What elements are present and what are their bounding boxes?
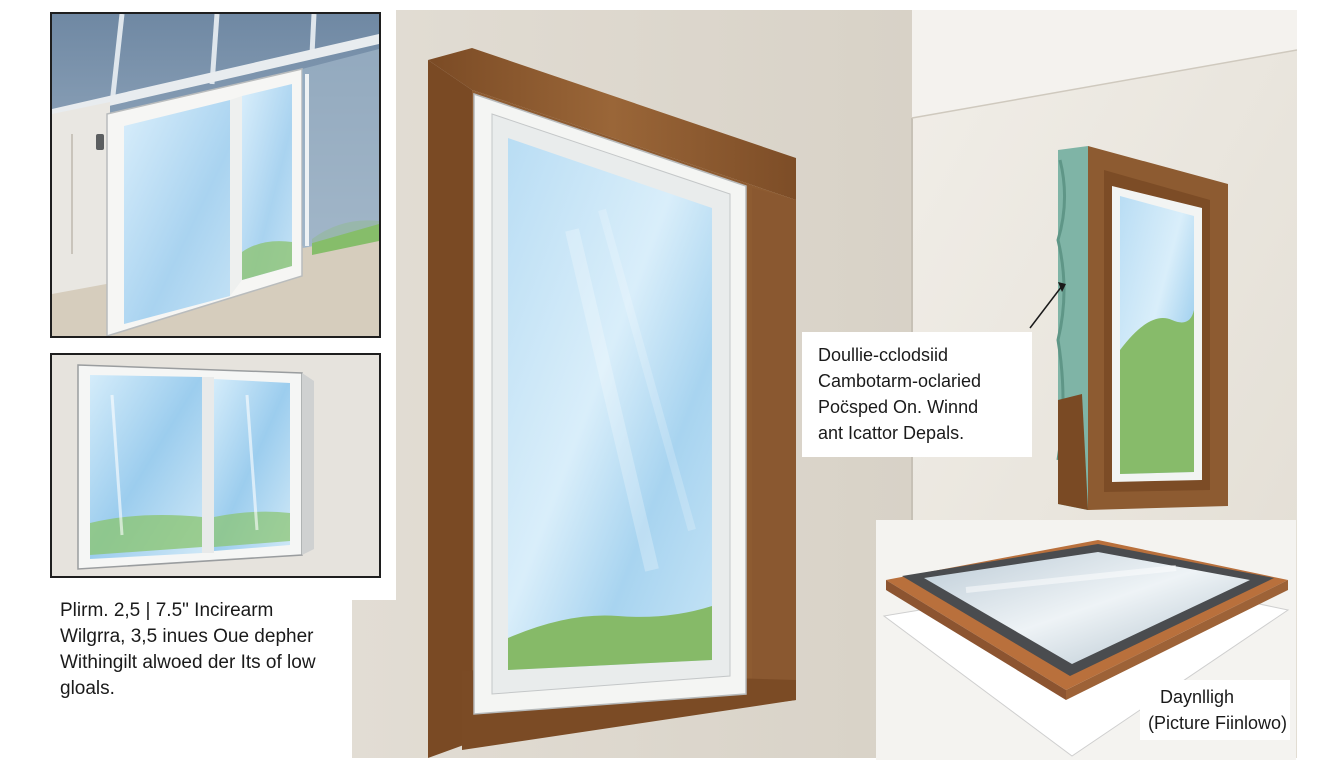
callout-line: Poc̈sped On. Winnd xyxy=(818,397,979,417)
panel-window-closeup xyxy=(50,353,381,578)
left-note-line: gloals. xyxy=(60,678,115,699)
panel-sliding-window xyxy=(50,12,381,338)
sliding-window-illustration xyxy=(52,14,379,336)
daylight-label: Daynlligh (Picture Fiinlowo) xyxy=(1140,680,1290,740)
frame-illustration xyxy=(882,540,1290,757)
left-note: Plirm. 2,5 | 7.5" Incirearm Wilgrra, 3,5… xyxy=(60,598,350,702)
callout-line: Doullie-cclodsiid xyxy=(818,345,949,365)
daylight-line: Daynlligh xyxy=(1160,687,1235,707)
daylight-line: (Picture Fiinlowo) xyxy=(1148,713,1288,733)
panel-tall-window xyxy=(352,10,1297,758)
window-closeup-illustration xyxy=(52,355,379,576)
room-illustration xyxy=(352,10,1297,758)
callout-line: ant Icattor Depals. xyxy=(818,423,965,443)
left-note-line: Wilgrra, 3,5 inues Oue depher xyxy=(60,626,314,647)
callout-box: Doullie-cclodsiid Cambotarm-oclaried Poc… xyxy=(802,332,1032,457)
left-note-line: Withingilt alwoed der Its of low xyxy=(60,652,316,673)
callout-line: Cambotarm-oclaried xyxy=(818,371,982,391)
left-note-line: Plirm. 2,5 | 7.5" Incirearm xyxy=(60,600,274,621)
